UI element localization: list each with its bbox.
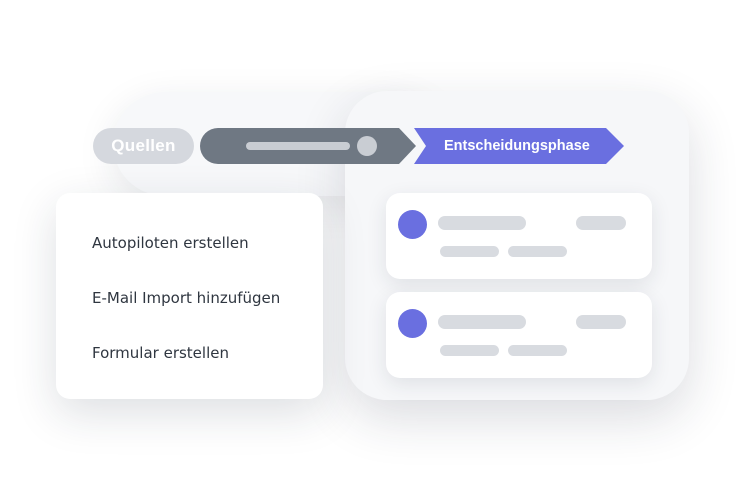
avatar [398,210,427,239]
menu-item-autopiloten[interactable]: Autopiloten erstellen [92,234,249,252]
deal-card[interactable] [386,292,652,378]
progress-track [246,142,350,150]
meta-placeholder [440,246,499,257]
stage-chip-entscheidungsphase[interactable]: Entscheidungsphase [414,128,624,164]
value-placeholder [576,216,626,230]
active-stage-shape [414,128,624,164]
meta-placeholder [440,345,499,356]
title-placeholder [438,315,526,329]
menu-item-formular[interactable]: Formular erstellen [92,344,229,362]
title-placeholder [438,216,526,230]
meta-placeholder [508,345,567,356]
value-placeholder [576,315,626,329]
deal-card[interactable] [386,193,652,279]
action-menu: Autopiloten erstellen E-Mail Import hinz… [56,193,323,399]
avatar [398,309,427,338]
progress-handle[interactable] [357,136,377,156]
stage-label-entscheidungsphase: Entscheidungsphase [444,138,590,154]
stage-chip-progress[interactable] [200,128,416,164]
meta-placeholder [508,246,567,257]
progress-stage-shape [200,128,416,164]
menu-item-email-import[interactable]: E-Mail Import hinzufügen [92,289,281,307]
stage-chip-quellen[interactable]: Quellen [93,128,194,164]
